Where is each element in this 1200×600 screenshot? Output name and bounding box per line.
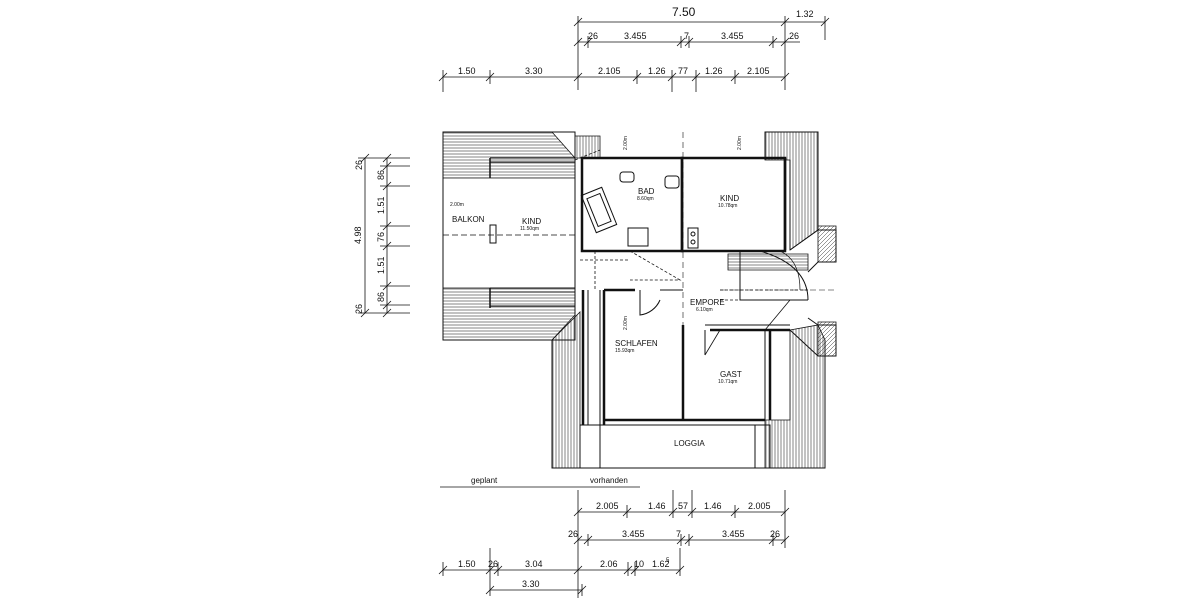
room-bad-area: 8.60qm	[637, 196, 654, 202]
dim-top3-1: 3.30	[525, 66, 543, 76]
dim-top2-0: 26	[588, 31, 598, 41]
dim-left-1: 86	[376, 170, 386, 180]
stairs	[443, 132, 836, 420]
dim-bot3-5: 1.62	[652, 559, 670, 569]
room-kind-right-name: KIND	[720, 194, 739, 203]
left-dimension-chains	[358, 153, 410, 318]
dim-left-4: 1.51	[376, 256, 386, 274]
dim-left-2: 1.51	[376, 196, 386, 214]
dim-bot3-2: 3.04	[525, 559, 543, 569]
doors	[639, 290, 661, 316]
room-kind-left-area: 11.50qm	[520, 226, 539, 232]
dim-left-6: 26	[354, 304, 364, 314]
room-kind-right-area: 10.78qm	[718, 203, 737, 209]
bottom-dimension-chains	[438, 490, 790, 598]
dim-overhang: 1.32	[796, 9, 814, 19]
legend-existing: vorhanden	[590, 476, 628, 485]
dim-overall-width: 7.50	[672, 5, 696, 19]
dim-top2-1: 3.455	[624, 31, 647, 41]
dim-overall-depth: 4.98	[353, 226, 363, 244]
room-labels: 2.00m BALKON KIND 11.50qm 2.00m BAD 8.60…	[450, 136, 743, 448]
room-balkon: BALKON	[452, 215, 485, 224]
top-dimension-labels: 7.50 1.32 26 3.455 7 3.455 26 1.50 3.30 …	[458, 5, 814, 76]
dim-top3-5: 1.26	[705, 66, 723, 76]
dim-left-5: 86	[376, 292, 386, 302]
dim-bot1-3: 1.46	[704, 501, 722, 511]
dim-top3-0: 1.50	[458, 66, 476, 76]
walls	[442, 131, 837, 469]
dim-top3-4: 77	[678, 66, 688, 76]
dim-top3-6: 2.105	[747, 66, 770, 76]
dim-bot2-1: 3.455	[622, 529, 645, 539]
dim-top3-3: 1.26	[648, 66, 666, 76]
dim-bot2-0: 26	[568, 529, 578, 539]
dim-bot2-2: 7	[676, 529, 681, 539]
room-empore-name: EMPORE	[690, 298, 725, 307]
dim-top2-2: 7	[684, 31, 689, 41]
dim-top2-4: 26	[789, 31, 799, 41]
dim-bot3-6: 5	[666, 558, 670, 564]
dim-bot3-3: 2.06	[600, 559, 618, 569]
dim-top3-2: 2.105	[598, 66, 621, 76]
bathroom-fixtures	[580, 171, 699, 249]
dim-bot3-4: 10	[634, 559, 644, 569]
dim-bot1-4: 2.005	[748, 501, 771, 511]
dim-left-3: 76	[376, 232, 386, 242]
room-bad-name: BAD	[638, 187, 655, 196]
top-dimension-chains	[438, 16, 830, 92]
room-kind-left-name: KIND	[522, 217, 541, 226]
headroom-balkon: 2.00m	[450, 202, 464, 208]
dim-bot3-0: 1.50	[458, 559, 476, 569]
room-empore-area: 6.10qm	[696, 307, 713, 313]
room-schlafen-area: 15.93qm	[615, 348, 634, 354]
left-dimension-labels: 4.98 26 86 1.51 76 1.51 86 26	[353, 160, 386, 314]
legend-planned: geplant	[471, 476, 498, 485]
dim-left-0: 26	[354, 160, 364, 170]
dim-bot1-2: 57	[678, 501, 688, 511]
dim-bot1-0: 2.005	[596, 501, 619, 511]
dim-bot2-3: 3.455	[722, 529, 745, 539]
headroom-kind-right: 2.00m	[737, 136, 743, 150]
dim-bot1-1: 1.46	[648, 501, 666, 511]
bottom-dimension-labels: geplant vorhanden 2.005 1.46 57 1.46 2.0…	[458, 476, 780, 589]
headroom-schlafen: 2.00m	[623, 316, 629, 330]
roof-hatching	[442, 131, 837, 469]
dim-top2-3: 3.455	[721, 31, 744, 41]
dim-bot3-1: 26	[488, 559, 498, 569]
room-gast-area: 10.71qm	[718, 379, 737, 385]
dim-bot4: 3.30	[522, 579, 540, 589]
headroom-bad: 2.00m	[623, 136, 629, 150]
dim-bot2-4: 26	[770, 529, 780, 539]
room-schlafen-name: SCHLAFEN	[615, 339, 658, 348]
room-loggia: LOGGIA	[674, 439, 705, 448]
room-gast-name: GAST	[720, 370, 742, 379]
